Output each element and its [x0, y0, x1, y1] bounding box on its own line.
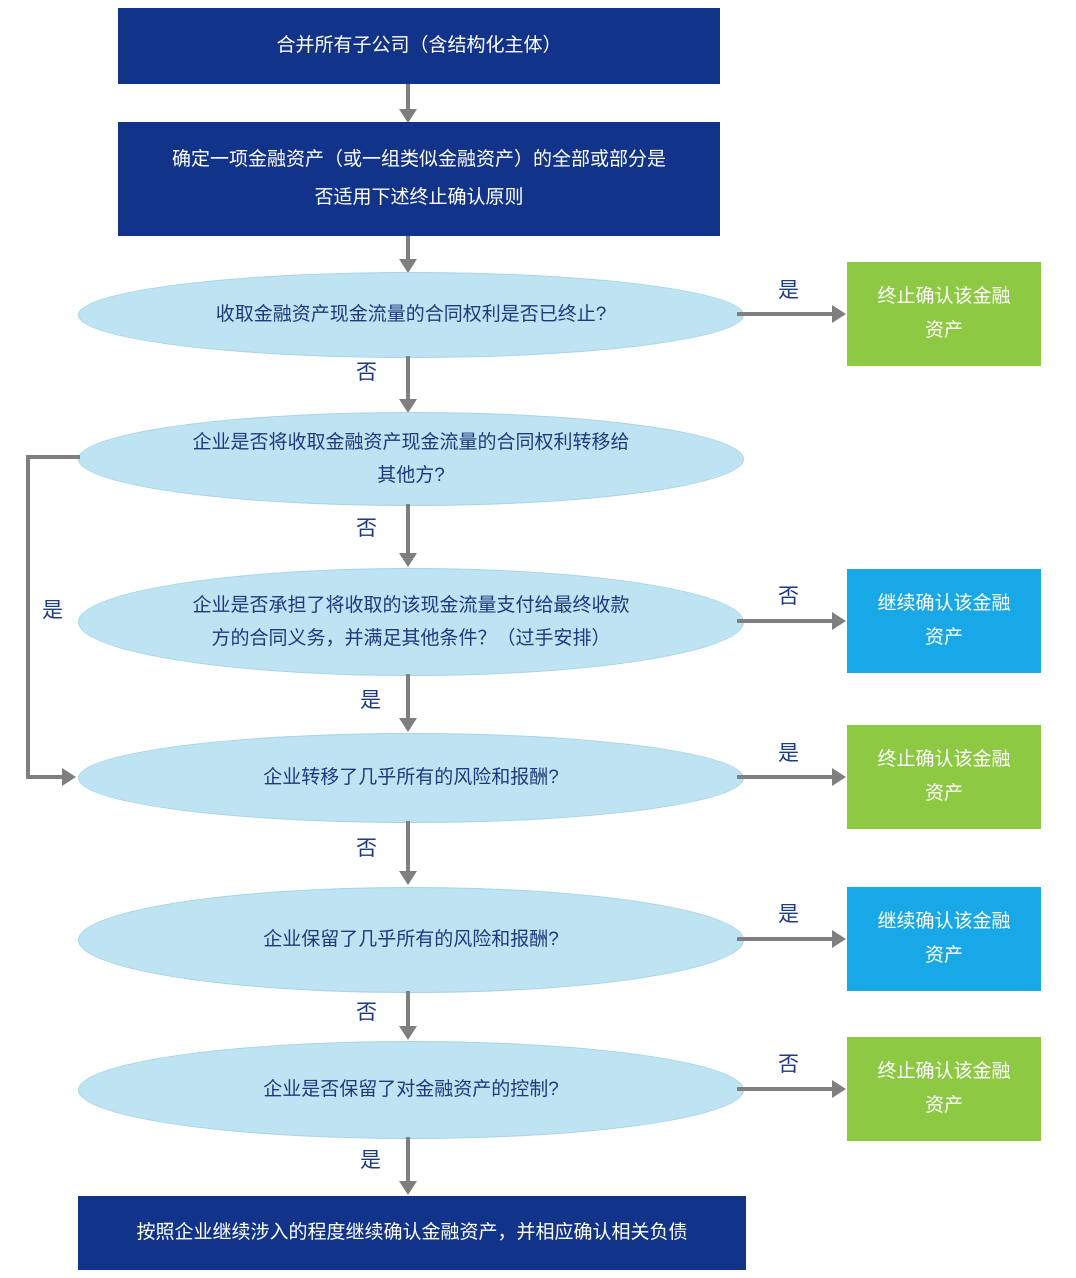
arrow-stem — [406, 1137, 410, 1181]
edge-label-q4-yes: 是 — [778, 742, 799, 765]
process-node-consolidate-text: 合并所有子公司（含结构化主体） — [276, 35, 562, 56]
edge-label-q3-no: 否 — [778, 585, 799, 608]
decision-q6-retained-control: 企业是否保留了对金融资产的控制? — [78, 1041, 744, 1139]
process-node-continuing-involvement: 按照企业继续涉入的程度继续确认金融资产，并相应确认相关负债 — [78, 1196, 746, 1270]
process-node-continuing-involvement-text: 按照企业继续涉入的程度继续确认金融资产，并相应确认相关负债 — [136, 1222, 688, 1243]
arrow-stem — [406, 356, 410, 399]
arrow-stem — [737, 775, 832, 779]
decision-q2-rights-transferred: 企业是否将收取金融资产现金流量的合同权利转移给其他方? — [78, 412, 744, 506]
process-node-determine-scope-text: 确定一项金融资产（或一组类似金融资产）的全部或部分是否适用下述终止确认原则 — [171, 149, 666, 208]
arrow-stem — [406, 991, 410, 1026]
outcome-q6-derecognize-text: 终止确认该金融资产 — [877, 1060, 1011, 1116]
branch-vertical-segment — [26, 455, 30, 779]
decision-q1-text: 收取金融资产现金流量的合同权利是否已终止? — [215, 304, 607, 326]
edge-label-q6-no: 否 — [778, 1053, 799, 1076]
outcome-q1-derecognize-text: 终止确认该金融资产 — [877, 285, 1011, 341]
arrowhead-down-icon — [399, 718, 417, 732]
arrow-stem — [737, 312, 832, 316]
decision-q3-text: 企业是否承担了将收取的该现金流量支付给最终收款方的合同义务，并满足其他条件？（过… — [192, 594, 630, 649]
edge-label-q1-yes: 是 — [778, 279, 799, 302]
outcome-q5-continue-text: 继续确认该金融资产 — [877, 910, 1011, 966]
arrowhead-right-icon — [832, 1080, 846, 1098]
outcome-q1-derecognize: 终止确认该金融资产 — [847, 262, 1041, 366]
edge-label-q4-no: 否 — [356, 837, 377, 860]
edge-label-q1-no: 否 — [356, 361, 377, 384]
outcome-q3-continue-text: 继续确认该金融资产 — [877, 592, 1011, 648]
edge-label-q5-no: 否 — [356, 1001, 377, 1024]
arrowhead-down-icon — [399, 1026, 417, 1040]
outcome-q6-derecognize: 终止确认该金融资产 — [847, 1037, 1041, 1141]
arrowhead-down-icon — [399, 553, 417, 567]
decision-q5-text: 企业保留了几乎所有的风险和报酬? — [263, 929, 559, 951]
branch-bottom-segment — [26, 775, 62, 779]
arrowhead-right-icon — [832, 612, 846, 630]
arrowhead-down-icon — [399, 1181, 417, 1195]
arrowhead-down-icon — [399, 871, 417, 885]
arrowhead-right-icon — [832, 305, 846, 323]
edge-label-q5-yes: 是 — [778, 903, 799, 926]
decision-q5-retained-risks-rewards: 企业保留了几乎所有的风险和报酬? — [78, 887, 744, 993]
arrowhead-right-icon — [832, 768, 846, 786]
edge-label-q6-yes: 是 — [360, 1149, 381, 1172]
arrow-stem — [737, 1087, 832, 1091]
outcome-q5-continue: 继续确认该金融资产 — [847, 887, 1041, 991]
arrowhead-down-icon — [399, 109, 417, 123]
edge-label-q2-yes: 是 — [42, 599, 63, 622]
arrow-stem — [406, 821, 410, 871]
arrow-stem — [406, 84, 410, 109]
arrow-stem — [737, 937, 832, 941]
arrowhead-down-icon — [399, 259, 417, 273]
edge-label-q2-no: 否 — [356, 517, 377, 540]
decision-q3-passthrough-obligation: 企业是否承担了将收取的该现金流量支付给最终收款方的合同义务，并满足其他条件？（过… — [78, 568, 744, 676]
decision-q6-text: 企业是否保留了对金融资产的控制? — [263, 1079, 559, 1101]
outcome-q4-derecognize-text: 终止确认该金融资产 — [877, 748, 1011, 804]
arrowhead-right-icon — [62, 768, 76, 786]
outcome-q3-continue: 继续确认该金融资产 — [847, 569, 1041, 673]
arrow-stem — [406, 504, 410, 553]
arrow-stem — [737, 619, 832, 623]
branch-top-segment — [26, 455, 80, 459]
process-node-determine-scope: 确定一项金融资产（或一组类似金融资产）的全部或部分是否适用下述终止确认原则 — [118, 122, 720, 236]
edge-label-q3-yes: 是 — [360, 689, 381, 712]
decision-q2-text: 企业是否将收取金融资产现金流量的合同权利转移给其他方? — [192, 431, 630, 486]
arrow-stem — [406, 674, 410, 718]
arrow-stem — [406, 236, 410, 259]
outcome-q4-derecognize: 终止确认该金融资产 — [847, 725, 1041, 829]
decision-q1-cashflow-rights-expired: 收取金融资产现金流量的合同权利是否已终止? — [78, 272, 744, 358]
process-node-consolidate: 合并所有子公司（含结构化主体） — [118, 8, 720, 84]
decision-q4-text: 企业转移了几乎所有的风险和报酬? — [263, 767, 559, 789]
arrowhead-down-icon — [399, 399, 417, 413]
arrowhead-right-icon — [832, 930, 846, 948]
decision-q4-transferred-risks-rewards: 企业转移了几乎所有的风险和报酬? — [78, 733, 744, 823]
